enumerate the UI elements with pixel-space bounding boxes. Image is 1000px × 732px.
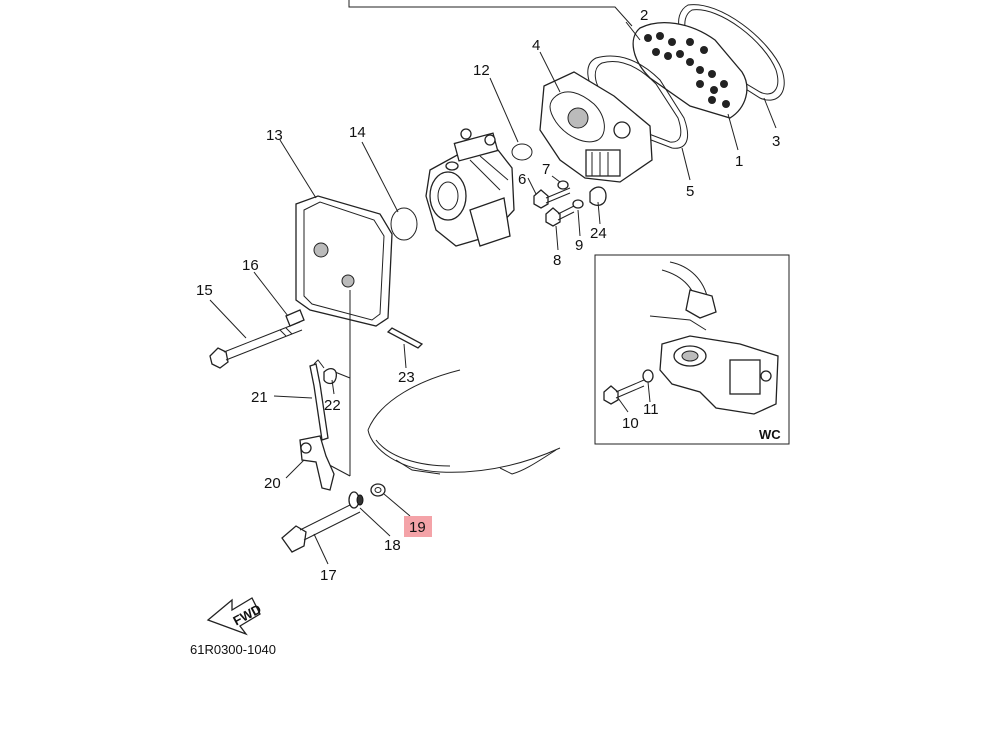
- fwd-arrow-label: FWD: [231, 601, 264, 628]
- cowling: [367, 369, 561, 475]
- part-label-24[interactable]: 24: [590, 225, 607, 242]
- part-label-2[interactable]: 2: [640, 7, 648, 24]
- part-label-14[interactable]: 14: [349, 124, 366, 141]
- inset-label-wc: WC: [759, 427, 781, 442]
- fuel-pump-assembly: [539, 4, 785, 183]
- o-ring-14: [390, 207, 418, 241]
- part-label-20[interactable]: 20: [264, 475, 281, 492]
- fwd-arrow: FWD: [206, 597, 264, 636]
- part-label-1[interactable]: 1: [735, 153, 743, 170]
- part-label-23[interactable]: 23: [398, 369, 415, 386]
- fasteners: [533, 180, 607, 227]
- inset-wc: [594, 254, 790, 445]
- part-label-22[interactable]: 22: [324, 397, 341, 414]
- part-number-labels: 1 2 3 4 5 6 7 8 9 10 11 12 13 14 15 16 1…: [190, 7, 781, 657]
- carburetor: [425, 128, 515, 247]
- part-label-6[interactable]: 6: [518, 171, 526, 188]
- part-19-highlight: [404, 516, 432, 537]
- top-frame: [348, 0, 633, 27]
- part-label-15[interactable]: 15: [196, 282, 213, 299]
- silencer-cover: [295, 195, 393, 327]
- part-label-9[interactable]: 9: [575, 237, 583, 254]
- part-label-5[interactable]: 5: [686, 183, 694, 200]
- part-label-8[interactable]: 8: [553, 252, 561, 269]
- part-label-13[interactable]: 13: [266, 127, 283, 144]
- linkage: [281, 359, 386, 553]
- part-label-11[interactable]: 11: [643, 401, 659, 418]
- o-ring-12: [511, 143, 533, 161]
- leader-lines: [209, 21, 777, 565]
- part-label-17[interactable]: 17: [320, 567, 337, 584]
- bolt-15: [209, 321, 303, 369]
- part-label-21[interactable]: 21: [251, 389, 268, 406]
- part-label-3[interactable]: 3: [772, 133, 780, 150]
- part-label-4[interactable]: 4: [532, 37, 540, 54]
- pin-23: [386, 327, 424, 349]
- collar-16: [285, 309, 305, 327]
- part-label-19[interactable]: 19: [409, 519, 426, 536]
- part-label-16[interactable]: 16: [242, 257, 259, 274]
- part-label-18[interactable]: 18: [384, 537, 401, 554]
- part-label-12[interactable]: 12: [473, 62, 490, 79]
- part-label-10[interactable]: 10: [622, 415, 639, 432]
- part-label-7[interactable]: 7: [542, 161, 550, 178]
- drawing-code: 61R0300-1040: [190, 642, 276, 657]
